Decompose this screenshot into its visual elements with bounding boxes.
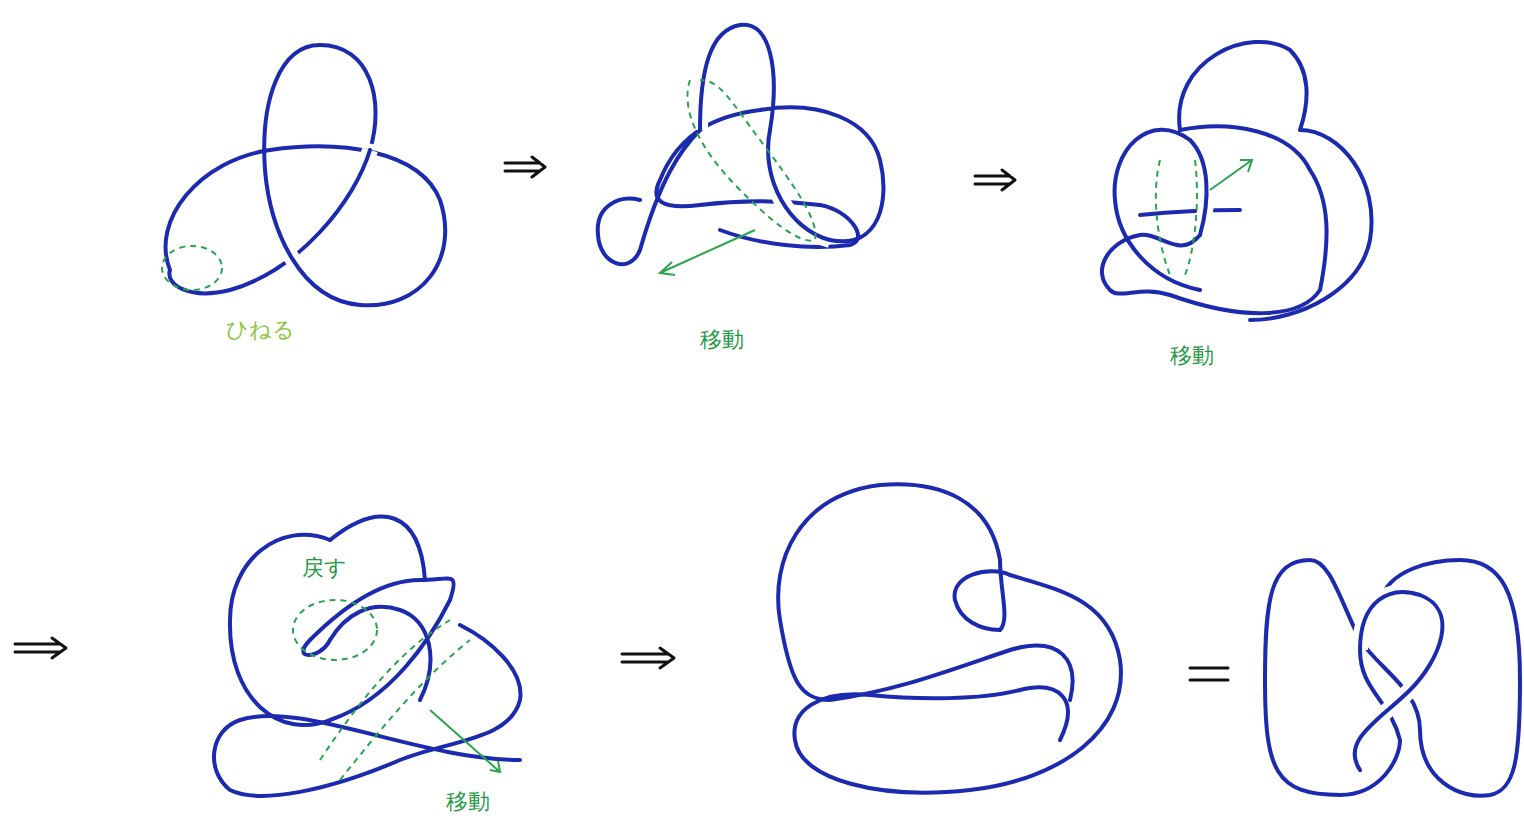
moved-knot [214, 517, 520, 796]
implies-arrow [15, 638, 66, 658]
trefoil-knot [162, 45, 445, 305]
twisted-knot [598, 25, 884, 275]
annotation-label: ひねる [224, 318, 297, 342]
moved-knot [1102, 42, 1372, 320]
moved-knot [778, 484, 1121, 792]
annotation-label: 戻す [300, 556, 349, 580]
implies-arrow [505, 157, 545, 177]
annotation-label: 移動 [1168, 344, 1216, 368]
annotation-label: 移動 [444, 790, 492, 814]
implies-arrow [622, 648, 674, 668]
annotation-label: 移動 [698, 328, 746, 352]
figure-eight-knot [1265, 560, 1520, 796]
equals-sign [1190, 668, 1228, 680]
implies-arrow [975, 170, 1015, 190]
